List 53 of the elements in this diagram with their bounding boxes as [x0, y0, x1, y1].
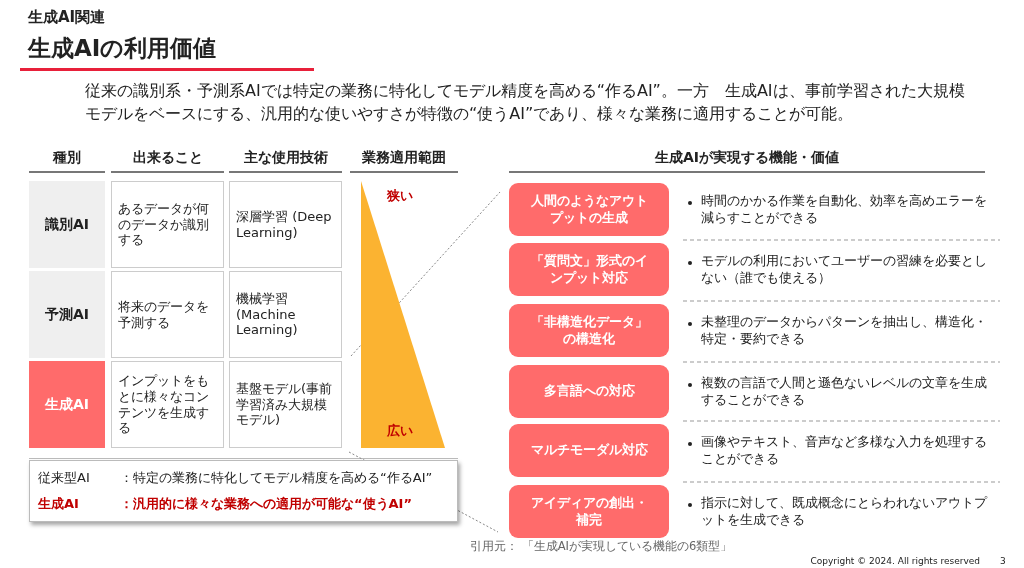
node-text: マルチモーダル対応: [530, 442, 648, 459]
feature-pill: [509, 424, 669, 477]
node-text: あるデータが何のデータか識別する: [118, 201, 210, 248]
node-text: 広い: [387, 422, 413, 440]
node-text: 生成AI: [38, 495, 80, 513]
node-text: 人間のようなアウトプットの生成: [529, 192, 649, 227]
column-header: 生成AIが実現する機能・価値: [653, 149, 840, 166]
node-text: ：汎用的に様々な業務への適用が可能な“使うAI”: [120, 495, 413, 513]
feature-description: 指示に対して、既成概念にとらわれないアウトプットを生成できる: [701, 494, 989, 529]
node-text: 生成AI: [44, 395, 89, 414]
table-cell: [111, 361, 224, 448]
column-header: 出来ること: [131, 149, 204, 166]
feature-description: 未整理のデータからパターンを抽出し、構造化・特定・要約できる: [701, 313, 988, 348]
node-text: 基盤モデル(事前学習済み大規模モデル): [236, 381, 334, 428]
node-text: インプットをもとに様々なコンテンツを生成する: [118, 373, 210, 436]
node-text: 将来のデータを予測する: [118, 298, 210, 331]
column-header: 種別: [51, 149, 82, 166]
feature-pill: [509, 304, 669, 357]
copyright-note: Copyright © 2024. All rights reserved: [809, 556, 980, 567]
node-text: 狭い: [387, 187, 413, 205]
table-cell: [229, 271, 342, 358]
node-text: 「質問文」形式のインプット対応: [529, 252, 649, 287]
node-text: 従来型AI: [38, 469, 91, 487]
node-text: 予測AI: [44, 305, 89, 324]
feature-description: 複数の言語で人間と遜色ないレベルの文章を生成することができる: [701, 374, 988, 409]
table-cell: [229, 181, 342, 268]
column-header: 主な使用技術: [242, 149, 329, 166]
intro-paragraph: 従来の識別系・予測系AIでは特定の業務に特化してモデル精度を高める“作るAI”。一方 生成AIは、事前学習された大規模モデルをベースにする、汎用的な使いやすさが特徴の“使うAI”であり、様々な業務に適用することが可能。: [85, 80, 965, 126]
source-note: 引用元： 「生成AIが実現している機能の6類型」: [470, 540, 734, 554]
section-label: 生成AI関連: [28, 8, 107, 26]
feature-pill: [509, 365, 669, 418]
feature-pill: [509, 485, 669, 538]
table-cell: [111, 181, 224, 268]
feature-description: モデルの利用においてユーザーの習練を必要としない（誰でも使える）: [701, 252, 988, 287]
range-triangle: [361, 181, 445, 448]
title: 生成AIの利用価値: [28, 34, 217, 63]
node-text: アイディアの創出・補完: [529, 494, 649, 529]
node-text: 識別AI: [44, 215, 89, 234]
node-text: 「非構造化データ」の構造化: [529, 313, 649, 348]
page-number: 3: [1000, 556, 1007, 567]
node-text: 機械学習 (Machine Learning): [236, 291, 299, 338]
table-cell: [229, 361, 342, 448]
feature-pill: [509, 183, 669, 236]
comparison-box: [29, 460, 458, 522]
feature-pill: [509, 243, 669, 296]
table-cell: [111, 271, 224, 358]
row-header: [29, 361, 105, 448]
node-text: ：特定の業務に特化してモデル精度を高める“作るAI”: [120, 469, 434, 487]
node-text: 深層学習 (Deep Learning): [236, 208, 333, 241]
feature-description: 時間のかかる作業を自動化、効率を高めエラーを減らすことができる: [701, 192, 988, 227]
feature-description: 画像やテキスト、音声など多様な入力を処理することができる: [701, 433, 988, 468]
node-text: 多言語への対応: [543, 383, 635, 400]
column-header: 業務適用範囲: [361, 149, 447, 166]
